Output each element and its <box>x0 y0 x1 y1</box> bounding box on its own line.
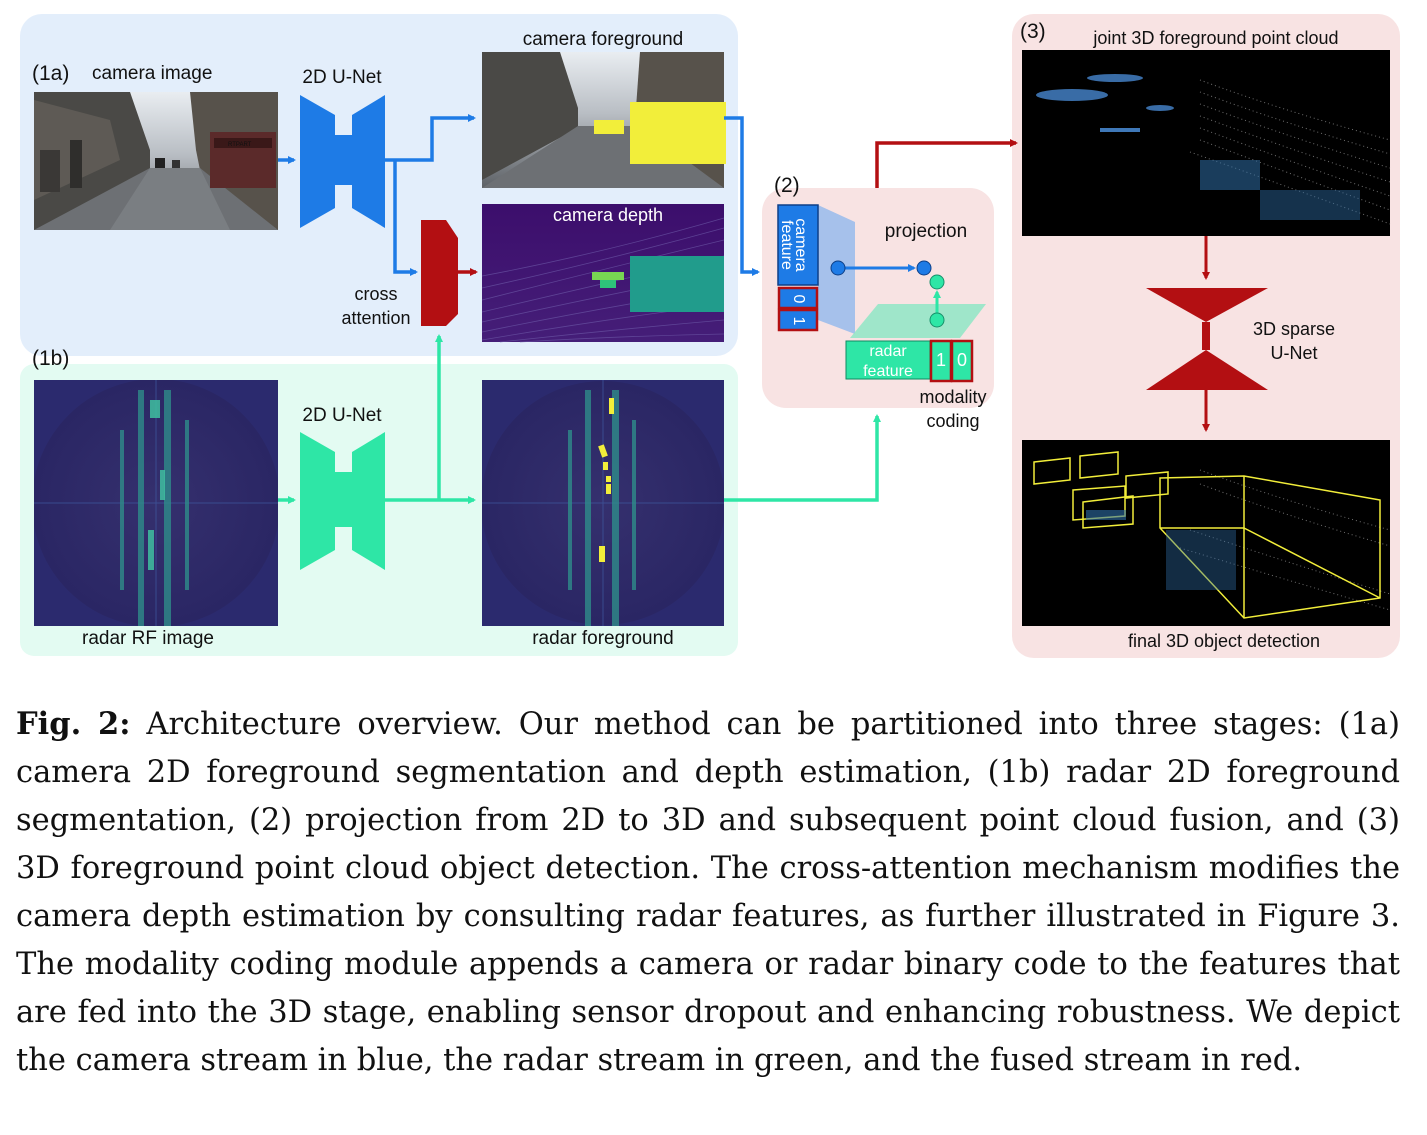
radar-rf-image <box>34 380 278 626</box>
radar-code-bit-0-text: 1 <box>936 350 946 370</box>
figure-caption: Fig. 2: Architecture overview. Our metho… <box>16 700 1400 1085</box>
joint-point-cloud-label: joint 3D foreground point cloud <box>1092 28 1338 48</box>
camera-unet-shape <box>300 95 385 228</box>
radar-feature-label-line2: feature <box>863 363 913 380</box>
sparse-unet-bottom <box>1146 350 1268 390</box>
sparse-unet-label-line2: U-Net <box>1270 343 1317 363</box>
camera-code-bit-1 <box>777 308 819 332</box>
modality-coding-label-line2: coding <box>926 411 979 431</box>
camera-arrows <box>278 114 760 276</box>
cross-attention-block <box>421 220 458 326</box>
camera-unet-label: 2D U-Net <box>302 67 382 88</box>
radar-image-plane <box>850 304 986 338</box>
final-detection-label: final 3D object detection <box>1128 631 1320 651</box>
camera-feature-block <box>777 204 819 286</box>
camera-foreground-label: camera foreground <box>523 29 684 50</box>
stage-1a-tag: (1a) <box>32 62 69 85</box>
final-detection-image <box>1022 440 1391 626</box>
radar-code-bit-1 <box>950 339 974 383</box>
radar-feature-block <box>845 340 931 380</box>
fusion-output-arrow <box>875 139 1018 188</box>
radar-projection-start-dot <box>929 312 945 328</box>
camera-projection-end-dot <box>916 260 932 276</box>
cross-attention-label-line1: cross <box>354 284 397 304</box>
sparse-unet-label-line1: 3D sparse <box>1253 319 1335 339</box>
camera-depth-image <box>481 204 725 343</box>
camera-feature-label-line1: camera <box>792 218 809 271</box>
radar-projection-end-dot <box>929 274 945 290</box>
camera-projection-start-dot <box>830 260 846 276</box>
camera-code-bit-0-text: 0 <box>790 295 807 304</box>
cross-attention-label-line2: attention <box>341 308 410 328</box>
architecture-figure: (1a) camera image RTPART 2D U-Net camera… <box>20 14 1400 658</box>
radar-feature-label-line1: radar <box>869 343 907 360</box>
radar-unet-shape <box>300 432 385 570</box>
camera-image-label: camera image <box>92 63 212 84</box>
radar-foreground-label: radar foreground <box>532 628 674 649</box>
radar-arrows <box>278 334 881 504</box>
sparse-unet-neck <box>1202 322 1210 350</box>
radar-rf-label: radar RF image <box>82 628 214 649</box>
stage-1b-tag: (1b) <box>32 347 69 370</box>
radar-unet-label: 2D U-Net <box>302 405 382 426</box>
camera-depth-label: camera depth <box>553 205 663 225</box>
camera-foreground-image <box>482 52 726 188</box>
caption-label: Fig. 2: <box>16 706 131 742</box>
joint-point-cloud-image <box>1022 50 1391 236</box>
camera-code-bit-0 <box>777 286 819 310</box>
stage-2-tag: (2) <box>774 174 800 197</box>
camera-code-bit-1-text: 1 <box>790 317 807 326</box>
camera-image: RTPART <box>34 92 278 230</box>
camera-feature-label-line2: feature <box>778 220 795 270</box>
caption-text: Architecture overview. Our method can be… <box>16 707 1400 1078</box>
modality-coding-label-line1: modality <box>919 387 986 407</box>
radar-code-bit-1-text: 0 <box>957 350 967 370</box>
radar-foreground-image <box>482 380 724 626</box>
projection-label: projection <box>885 221 967 242</box>
sparse-unet-top <box>1146 288 1268 322</box>
truck-lettering: RTPART <box>228 142 252 148</box>
stage-3-tag: (3) <box>1020 20 1046 43</box>
